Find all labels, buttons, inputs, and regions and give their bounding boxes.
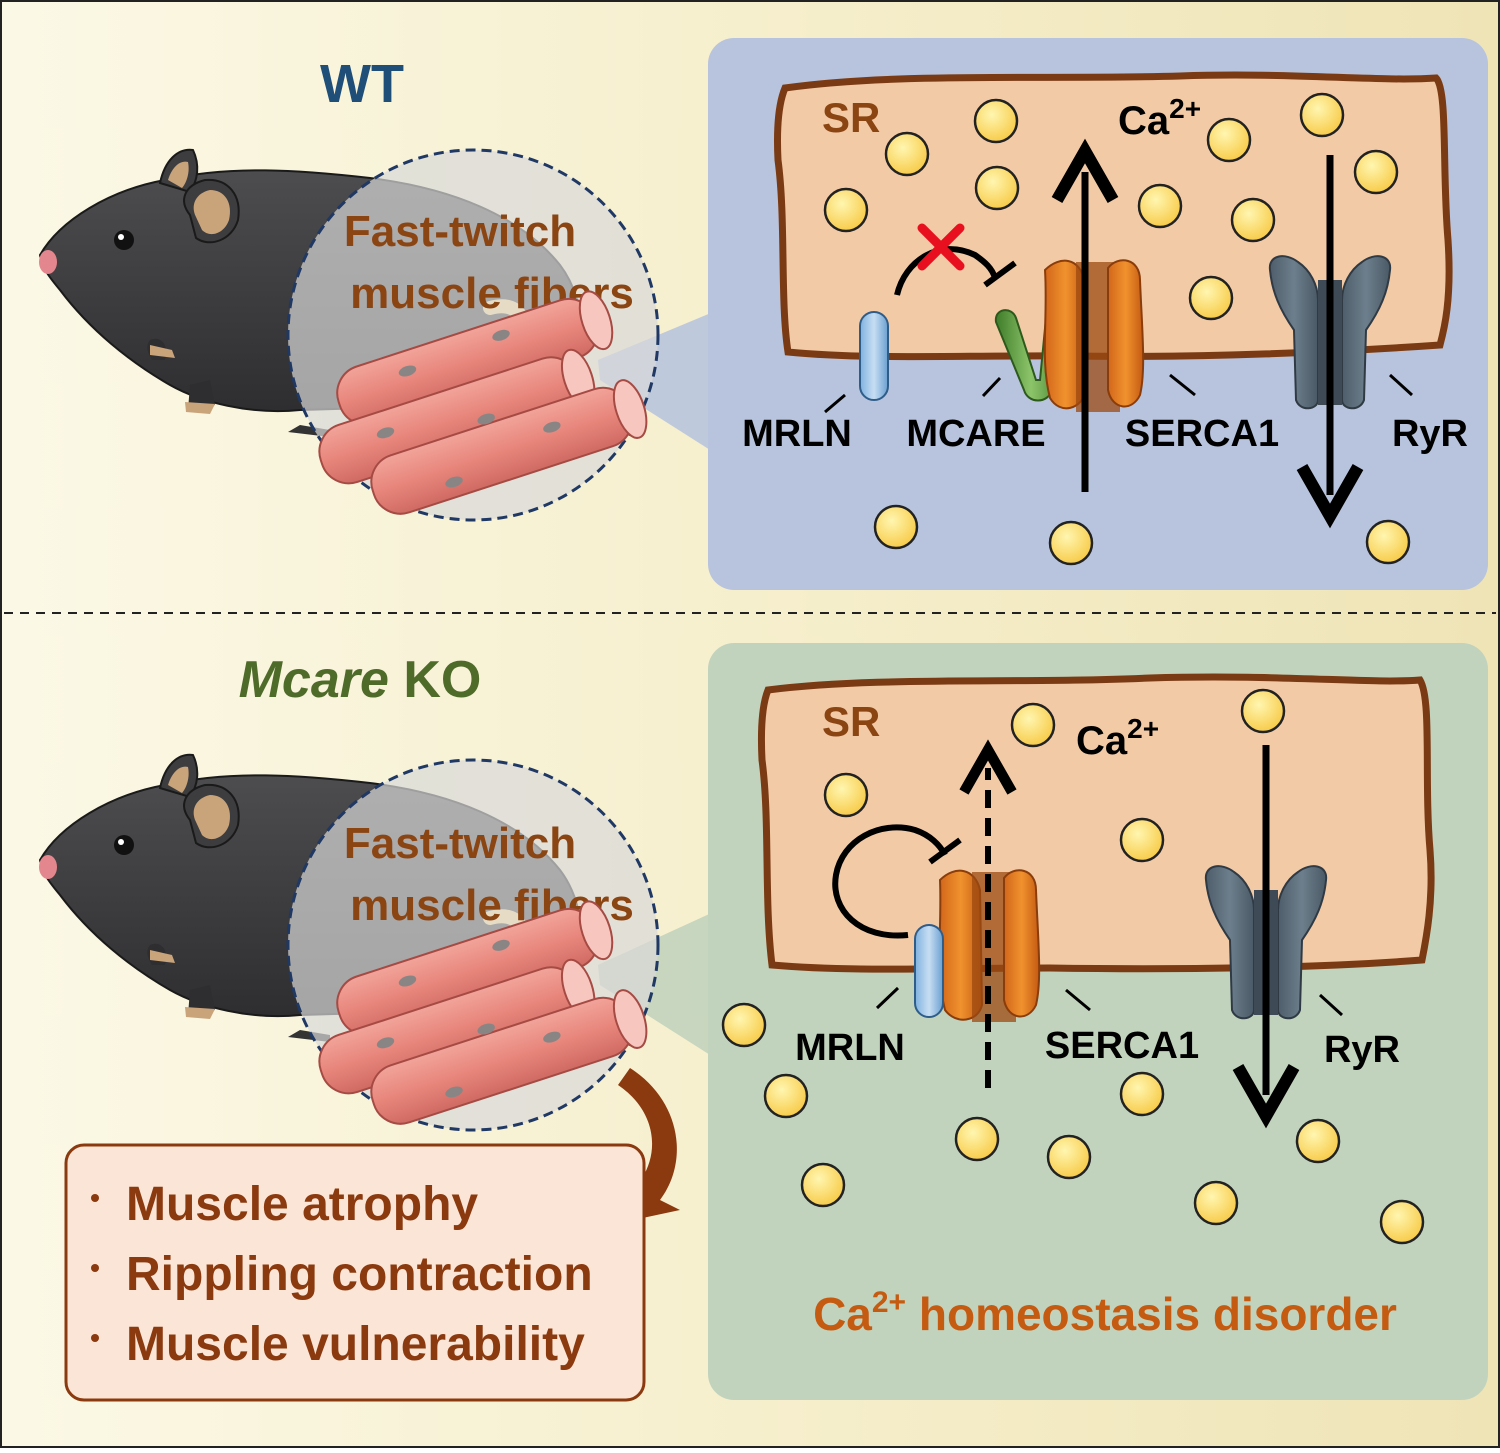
curved-arrow-icon [832,824,962,939]
phenotype-list: Muscle atrophy Rippling contraction Musc… [91,1178,593,1371]
wt-panel: WT Fast-twitch muscle fibers [38,38,1488,590]
wt-ryr-label: RyR [1392,413,1468,455]
calcium-ion-icon [721,688,1425,1245]
phenotype-item: Rippling contraction [126,1248,593,1301]
ko-ryr-label: RyR [1324,1029,1400,1071]
wt-fiber-label-line1: Fast-twitch [344,207,576,256]
ko-panel: Mcare KO Fast-twitch muscle fibers [38,643,1488,1402]
muscle-fiber-icon [318,900,648,1125]
inhibition-arrow-icon [894,246,1017,296]
calcium-ion-icon [823,92,1411,566]
ko-mrln-label: MRLN [795,1027,905,1069]
ko-leader-lines [875,986,1344,1017]
ko-mrln-protein [914,924,944,1018]
wt-sr-label: SR [822,94,880,141]
ko-ca-label: Ca2+ [1076,713,1159,763]
wt-mrln-label: MRLN [742,413,852,455]
ko-disorder-caption: Ca2+ homeostasis disorder [813,1286,1397,1340]
phenotype-box [64,1143,646,1402]
wt-mrln-protein [859,311,889,401]
x-mark-icon [917,223,965,271]
wt-title: WT [320,54,404,114]
muscle-fiber-icon [318,290,648,515]
wt-serca1-label: SERCA1 [1125,413,1279,455]
ko-title: Mcare KO [239,651,482,709]
ko-sr-label: SR [822,698,880,745]
ko-fiber-label-line1: Fast-twitch [344,819,576,868]
wt-leader-lines [824,373,1414,414]
ko-serca1-pump [938,869,1041,1022]
phenotype-item: Muscle atrophy [126,1178,478,1231]
ko-serca1-label: SERCA1 [1045,1025,1199,1067]
wt-serca1-pump [1043,259,1145,412]
phenotype-item: Muscle vulnerability [126,1318,585,1371]
wt-mcare-label: MCARE [906,413,1045,455]
wt-ca-label: Ca2+ [1118,93,1201,143]
